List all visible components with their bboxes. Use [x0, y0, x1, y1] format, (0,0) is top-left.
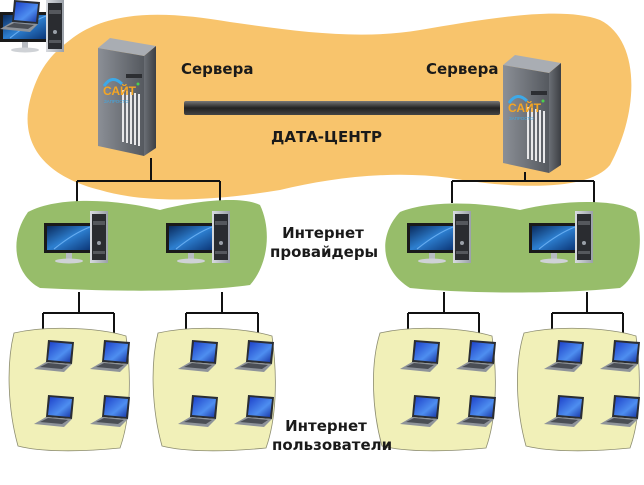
datacenter-label: ДАТА-ЦЕНТР [271, 128, 382, 146]
server-provider-links [76, 158, 595, 203]
users-label-line2: пользователи [272, 436, 393, 454]
server-left-label: Сервера [181, 60, 254, 78]
server-right-brand: САЙТ [508, 100, 542, 115]
providers-label-line1: Интернет [282, 224, 364, 242]
server-left-brand: САЙТ [103, 83, 137, 98]
provider-region-left [16, 200, 267, 291]
server-right-label: Сервера [426, 60, 499, 78]
providers-label: Интернет провайдеры [270, 224, 379, 262]
users-label: Интернет пользователи [272, 417, 393, 455]
user-laptop [0, 0, 40, 32]
server-right [503, 55, 561, 173]
providers-label-line2: провайдеры [270, 243, 379, 261]
backbone-cable [184, 101, 500, 115]
server-left [98, 38, 156, 156]
server-left-brand-sub: ЗАПРОСТО [104, 99, 129, 104]
server-right-brand-sub: ЗАПРОСТО [509, 116, 534, 121]
users-label-line1: Интернет [285, 417, 367, 435]
provider-user-links [42, 292, 624, 333]
